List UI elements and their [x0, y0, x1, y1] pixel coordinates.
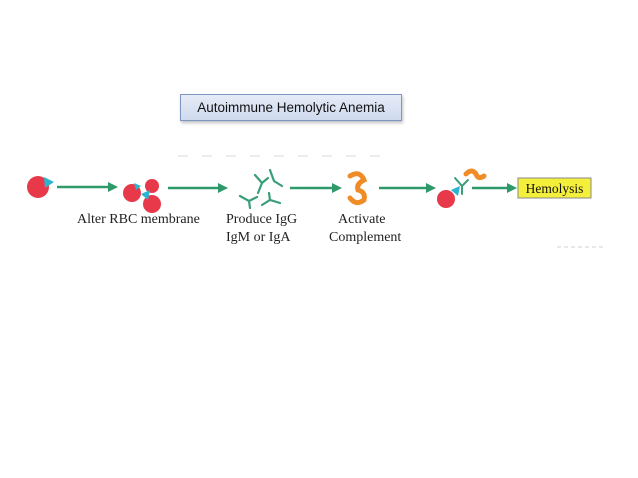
altered-rbc-icon [123, 179, 161, 213]
step-activate-label-line1: Activate [338, 212, 385, 227]
complement-icon [347, 171, 368, 206]
diagram-title: Autoimmune Hemolytic Anemia [180, 94, 402, 121]
step-alter-label: Alter RBC membrane [77, 212, 200, 227]
arrow-4 [379, 183, 436, 193]
step-produce-label-line2: IgM or IgA [226, 230, 291, 245]
step-activate-label-line2: Complement [329, 230, 401, 245]
arrow-1 [57, 182, 118, 192]
hemolysis-label: Hemolysis [526, 181, 584, 196]
opsonized-rbc-icon [437, 168, 487, 208]
arrow-5 [472, 183, 517, 193]
step-produce-label-line1: Produce IgG [226, 212, 297, 227]
antibody-icon [238, 168, 284, 210]
hemolysis-outcome-box: Hemolysis [517, 177, 592, 199]
rbc-with-antigen-icon [27, 176, 54, 198]
arrow-3 [290, 183, 342, 193]
arrow-2 [168, 183, 228, 193]
